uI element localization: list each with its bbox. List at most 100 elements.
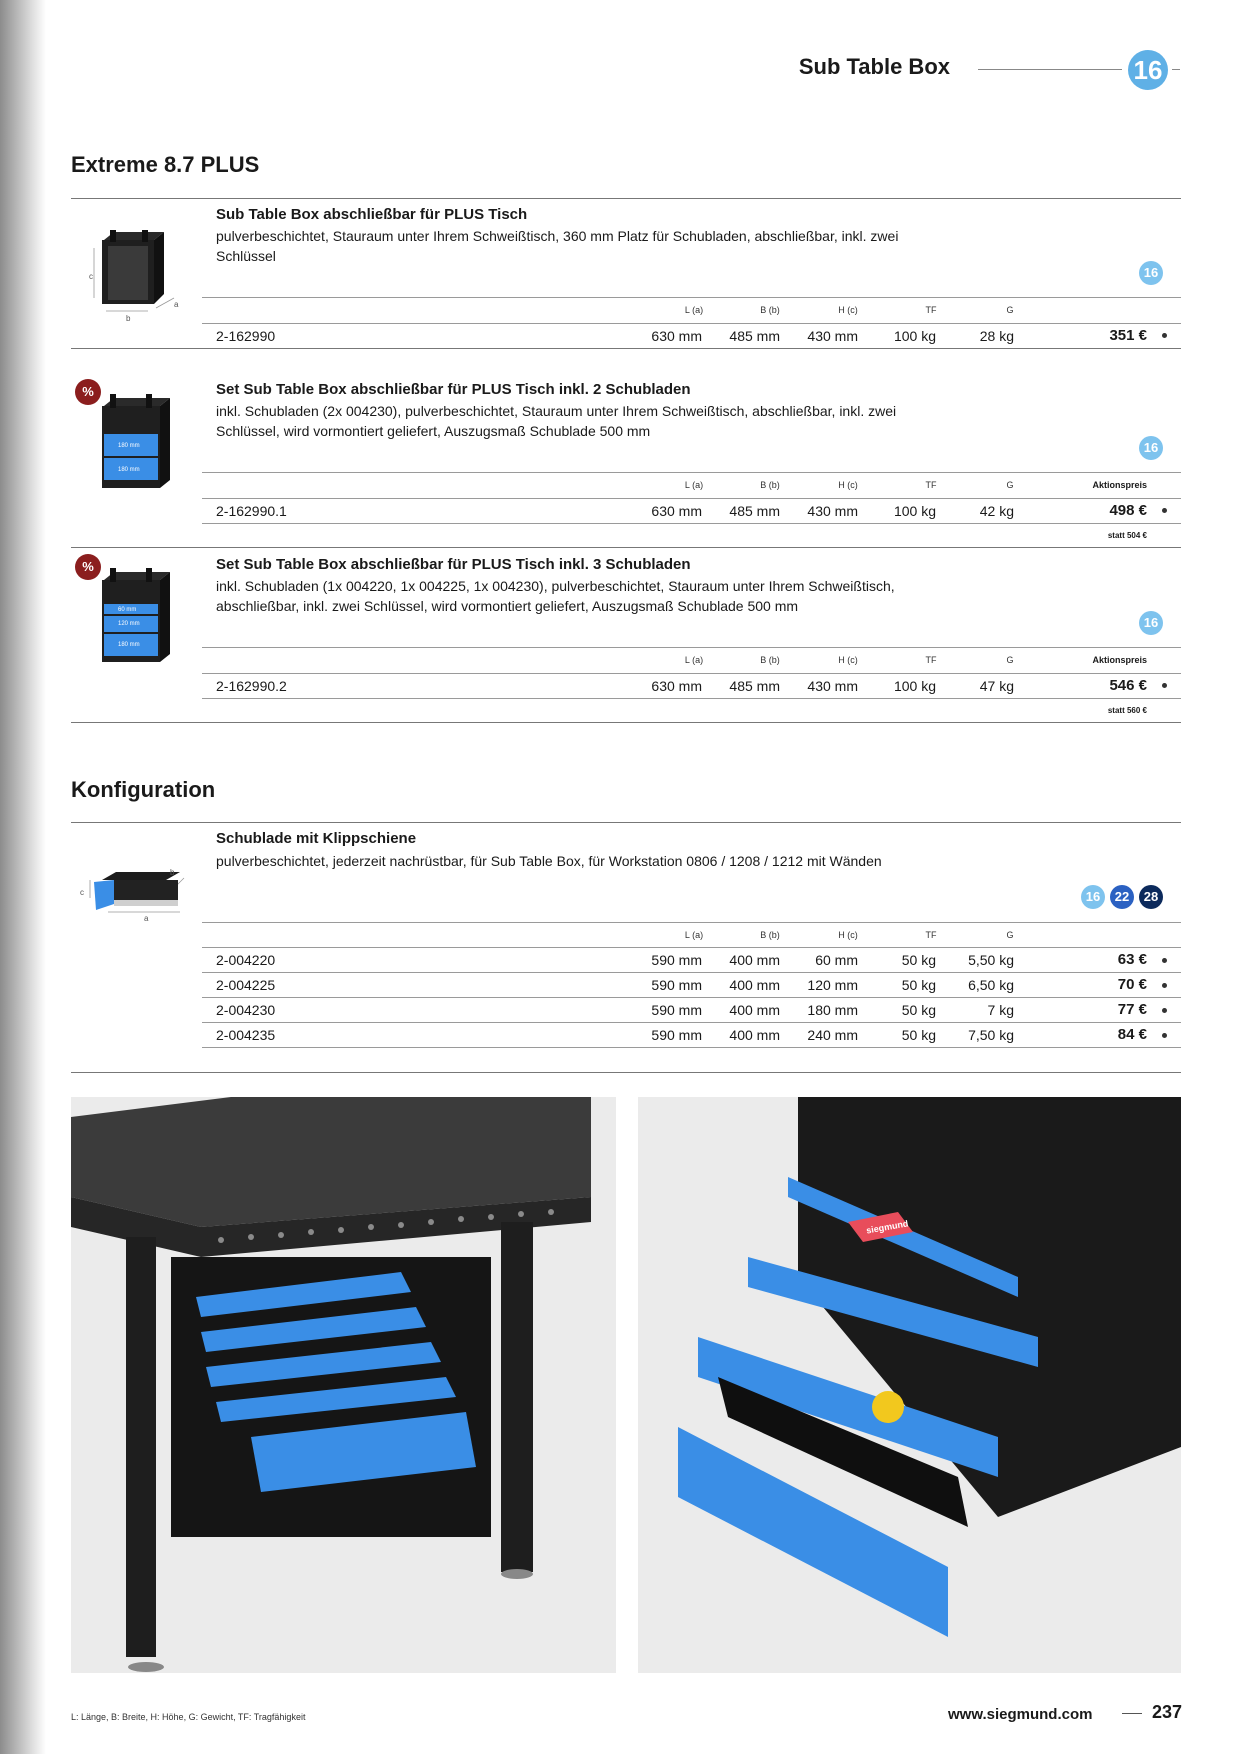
cell-height: 120 mm — [807, 977, 858, 993]
cell-weight: 7,50 kg — [968, 1027, 1014, 1043]
cell-capacity: 50 kg — [901, 977, 936, 993]
chapter-badge: 16 — [1128, 50, 1168, 90]
table-rule — [202, 1047, 1181, 1048]
bullet-dot — [1162, 958, 1167, 963]
cell-capacity: 50 kg — [901, 1027, 936, 1043]
item-number: 2-162990 — [216, 328, 276, 344]
col-head-tf: TF — [925, 305, 937, 315]
table-rule — [202, 922, 1181, 923]
cell-weight: 7 kg — [987, 1002, 1014, 1018]
category-badge: 28 — [1139, 885, 1163, 909]
cell-length: 590 mm — [651, 1002, 702, 1018]
cell-height: 240 mm — [807, 1027, 858, 1043]
item-number: 2-004235 — [216, 1027, 276, 1043]
col-head-tf: TF — [925, 930, 937, 940]
cell-height: 430 mm — [807, 328, 858, 344]
drawer-label: 180 mm — [118, 443, 140, 449]
cell-weight: 42 kg — [979, 503, 1014, 519]
dim-label-a: a — [144, 914, 149, 923]
drawer-label: 60 mm — [118, 607, 137, 613]
category-badge: 16 — [1139, 611, 1163, 635]
section-rule — [71, 722, 1181, 723]
cell-height: 430 mm — [807, 503, 858, 519]
table-rule — [202, 997, 1181, 998]
col-head-b: B (b) — [760, 655, 780, 665]
col-head-b: B (b) — [760, 480, 780, 490]
footer-legend: L: Länge, B: Breite, H: Höhe, G: Gewicht… — [71, 1712, 306, 1722]
cell-width: 400 mm — [729, 977, 780, 993]
product-image-drawer: c a b — [80, 868, 190, 926]
col-head-b: B (b) — [760, 930, 780, 940]
cell-width: 400 mm — [729, 1027, 780, 1043]
footer-website: www.siegmund.com — [948, 1706, 1093, 1723]
drawer-label: 180 mm — [118, 467, 140, 473]
col-head-h: H (c) — [838, 655, 858, 665]
header-rule — [978, 69, 1122, 70]
section-title-extreme: Extreme 8.7 PLUS — [71, 152, 260, 177]
table-rule — [202, 472, 1181, 473]
category-badge: 16 — [1081, 885, 1105, 909]
product-desc-line: Schlüssel — [216, 248, 276, 264]
bullet-dot — [1162, 983, 1167, 988]
product-image-set-3-drawers: 60 mm 120 mm 180 mm — [98, 568, 178, 668]
cell-height: 60 mm — [815, 952, 858, 968]
cell-capacity: 50 kg — [901, 952, 936, 968]
price: 63 € — [1117, 951, 1147, 968]
table-rule — [202, 523, 1181, 524]
col-head-l: L (a) — [684, 480, 704, 490]
cell-capacity: 100 kg — [893, 503, 936, 519]
table-rule — [202, 972, 1181, 973]
dim-label-c: c — [80, 888, 84, 897]
col-head-h: H (c) — [838, 930, 858, 940]
price: 77 € — [1117, 1001, 1147, 1018]
bullet-dot — [1162, 1033, 1167, 1038]
cell-height: 180 mm — [807, 1002, 858, 1018]
item-number: 2-162990.1 — [216, 503, 287, 519]
photo-table-with-box — [71, 1097, 616, 1673]
dim-label-c: c — [89, 272, 93, 281]
col-head-promo: Aktionspreis — [1092, 655, 1147, 665]
item-number: 2-162990.2 — [216, 678, 287, 694]
cell-width: 485 mm — [729, 503, 780, 519]
section-rule — [71, 348, 1181, 349]
cell-length: 590 mm — [651, 977, 702, 993]
cell-length: 590 mm — [651, 952, 702, 968]
section-rule — [71, 822, 1181, 823]
dim-label-b: b — [170, 868, 175, 877]
col-head-g: G — [1006, 655, 1014, 665]
item-number: 2-004220 — [216, 952, 276, 968]
cell-weight: 47 kg — [979, 678, 1014, 694]
page-number: 237 — [1152, 1702, 1183, 1722]
drawer-label: 120 mm — [118, 621, 140, 627]
category-badge: 16 — [1139, 436, 1163, 460]
table-rule — [202, 323, 1181, 324]
cell-width: 400 mm — [729, 1002, 780, 1018]
product-desc-line: pulverbeschichtet, Stauraum unter Ihrem … — [216, 228, 899, 244]
col-head-g: G — [1006, 305, 1014, 315]
table-rule — [202, 947, 1181, 948]
cell-length: 630 mm — [651, 503, 702, 519]
col-head-l: L (a) — [684, 655, 704, 665]
price: 546 € — [1109, 677, 1147, 694]
cell-capacity: 50 kg — [901, 1002, 936, 1018]
cell-weight: 6,50 kg — [968, 977, 1014, 993]
previous-price: statt 504 € — [1107, 531, 1147, 540]
cell-width: 485 mm — [729, 678, 780, 694]
table-rule — [202, 1022, 1181, 1023]
product-desc-line: inkl. Schubladen (1x 004220, 1x 004225, … — [216, 578, 895, 594]
product-title: Set Sub Table Box abschließbar für PLUS … — [216, 381, 691, 398]
col-head-tf: TF — [925, 480, 937, 490]
cell-weight: 5,50 kg — [968, 952, 1014, 968]
col-head-l: L (a) — [684, 305, 704, 315]
header-dash — [1172, 69, 1180, 70]
page-edge-shadow — [0, 0, 46, 1754]
cell-capacity: 100 kg — [893, 678, 936, 694]
bullet-dot — [1162, 333, 1167, 338]
section-rule — [71, 1072, 1181, 1073]
col-head-h: H (c) — [838, 480, 858, 490]
bullet-dot — [1162, 683, 1167, 688]
col-head-g: G — [1006, 930, 1014, 940]
bullet-dot — [1162, 508, 1167, 513]
table-rule — [202, 673, 1181, 674]
col-head-b: B (b) — [760, 305, 780, 315]
